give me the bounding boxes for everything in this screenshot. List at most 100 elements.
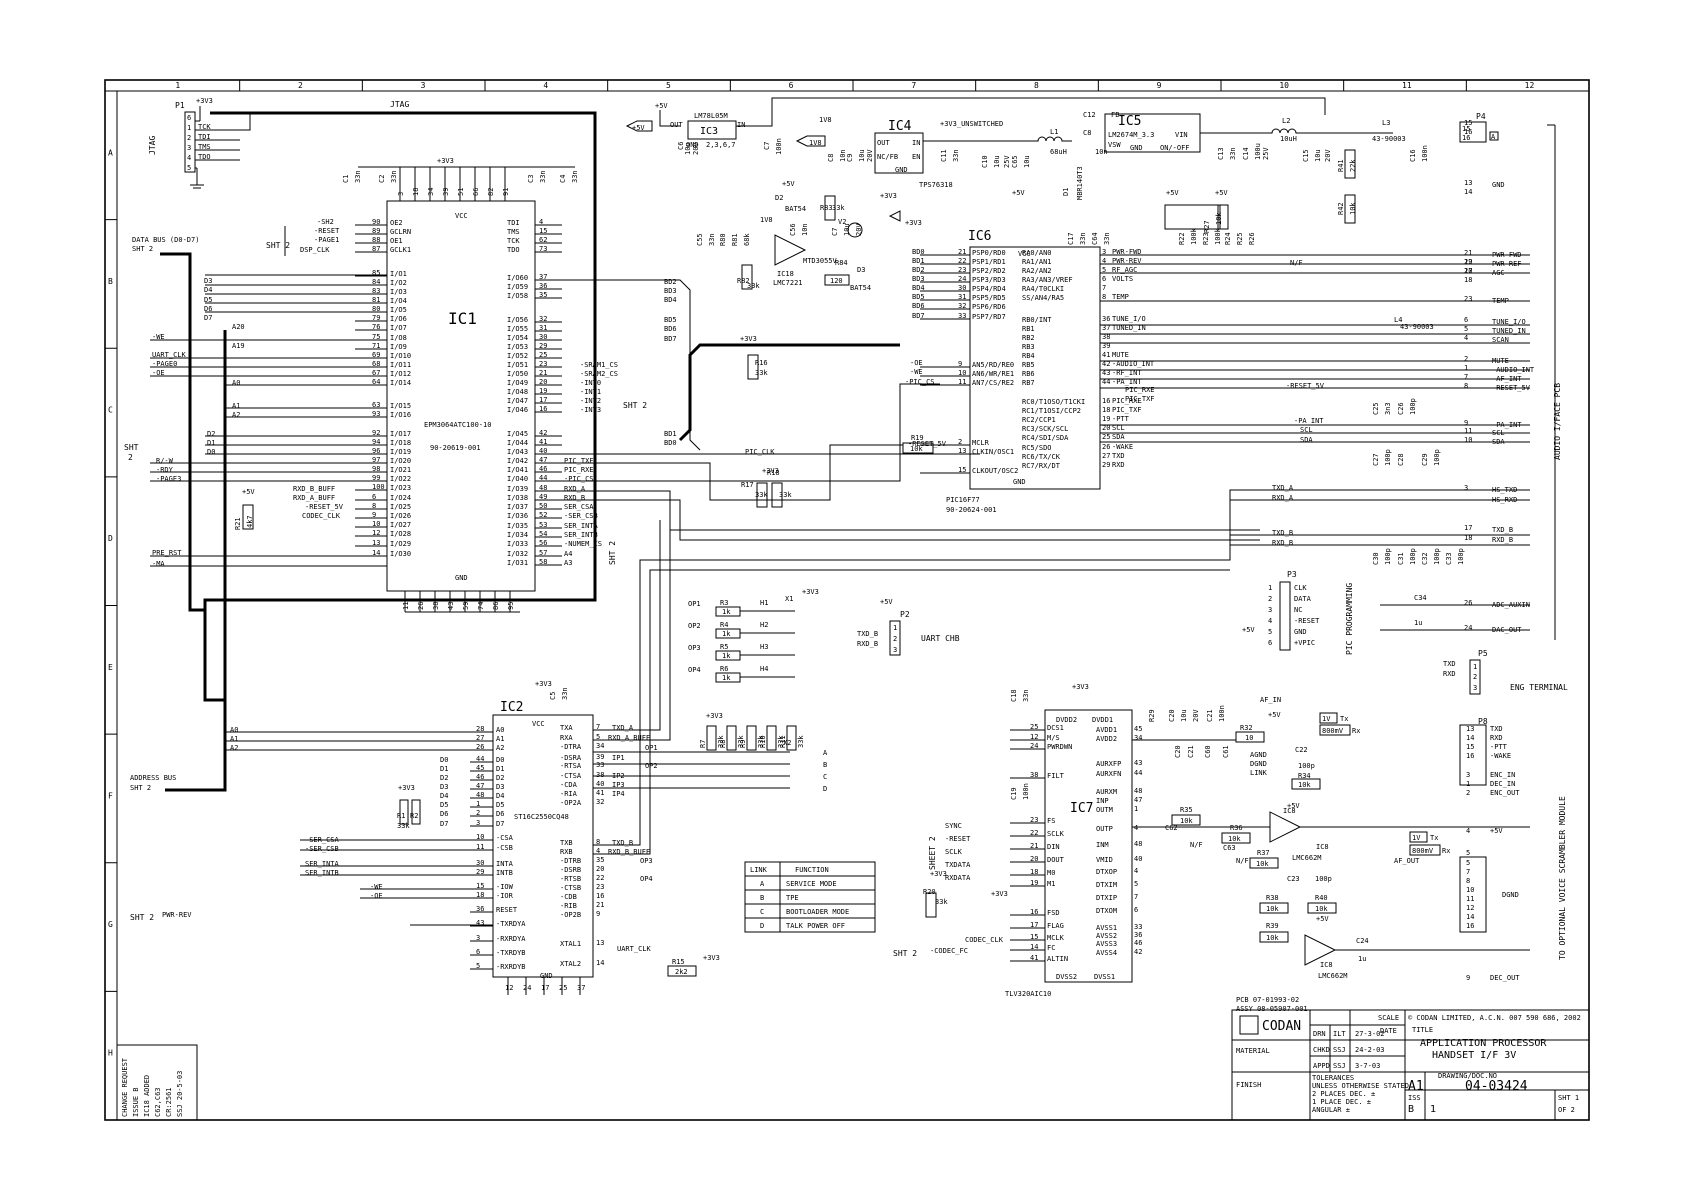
svg-text:+5V: +5V [1012,189,1025,197]
svg-text:RXD_B_BUFF: RXD_B_BUFF [608,848,650,856]
ic7-pin-name: AVDD1 [1096,726,1117,734]
ic1-pin-name: I/O43 [507,448,528,456]
ic1-pin-name: I/O27 [390,521,411,529]
resistor-value: 33k [737,735,745,748]
ic6-pin-name: AN6/WR/RE1 [972,370,1014,378]
column-marker: 4 [543,81,548,90]
ic6-pin-name: RC0/T1OSO/T1CKI [1022,398,1085,406]
svg-text:CODEC_CLK: CODEC_CLK [965,936,1004,944]
link-table-cell: SERVICE MODE [786,880,837,888]
p2-connector: +5V P2 123 TXD_B RXD_B UART CHB [857,598,960,656]
power-supply: +5V +5V LM78L05M IC3 OUT IN GND 2,3,6,7 … [625,97,1429,224]
ic2-pin-number: 23 [596,883,604,891]
ic1-top-pin: 82 [487,188,495,196]
p1-pin-name: TCK [198,123,211,131]
ic7-pin-name: AVDD2 [1096,735,1117,743]
p4-pin-number: 6 [1464,316,1468,324]
ic1-pin-number: 87 [372,245,380,253]
p8-pin-name: +5V [1490,827,1503,835]
ic1-pin-number: 13 [372,539,380,547]
ic6-pin-number: 21 [958,248,966,256]
svg-text:SER_CSA: SER_CSA [564,503,594,511]
svg-text:33k: 33k [832,204,845,212]
svg-text:100k: 100k [1190,227,1198,245]
p4-pin-number: 9 [1464,419,1468,427]
svg-text:C1: C1 [342,175,350,183]
svg-text:ON/-OFF: ON/-OFF [1160,144,1190,152]
ic7-pin-number: 33 [1134,923,1142,931]
ic6-pin-number: 9 [958,360,962,368]
ic1-pin-number: 29 [539,342,547,350]
svg-text:R32: R32 [1240,724,1253,732]
op-net-label: OP2 [688,622,701,630]
ic6-pin-number: 15 [958,466,966,474]
ic6-pin-name: PSP3/RD3 [972,276,1006,284]
ic7-pin-number: 44 [1134,769,1142,777]
svg-text:P2: P2 [900,610,910,619]
ic6-net-label: TEMP [1112,293,1129,301]
p5-connector: P5 123 TXD RXD ENG TERMINAL [1443,649,1568,695]
ic6-pin-number: 2 [958,438,962,446]
svg-text:-RESET_5V: -RESET_5V [908,440,947,448]
p4-pin-number: 17 [1464,524,1472,532]
svg-text:IC3: IC3 [700,126,718,137]
ic7-pin-name: DIN [1047,843,1060,851]
ic1-pin-name: I/O56 [507,316,528,324]
ic6-right-nets: R22 100k R23 100k R24 R25 R26 +5V +5V R2… [1125,189,1465,627]
svg-text:C34: C34 [1414,594,1427,602]
ic2-pin-number: 14 [596,959,604,967]
ic6-pin-number: 16 [1102,397,1110,405]
svg-text:1: 1 [1430,1104,1436,1115]
svg-text:LMC7221: LMC7221 [773,279,803,287]
link-table-cell: B [760,894,764,902]
ic1-pin-name: I/O48 [507,388,528,396]
svg-text:PWR-REV: PWR-REV [162,911,192,919]
ic2-pin-name: D4 [496,792,504,800]
p8-dgnd-pin: 12 [1466,904,1474,912]
led-ref: H3 [760,643,768,651]
svg-text:R29: R29 [1148,709,1156,722]
ic7-pin-number: 25 [1030,723,1038,731]
op-net-label: OP1 [688,600,701,608]
svg-text:1V: 1V [1322,715,1331,723]
row-marker: D [108,534,113,543]
svg-text:1u: 1u [1414,619,1422,627]
drawing-number: 04-03424 [1465,1079,1528,1094]
ic6-net-label: PWR-REV [1112,257,1142,265]
ic1-pin-number: 50 [539,502,547,510]
svg-text:R84: R84 [835,259,848,267]
ic1-pin-name: OE1 [390,237,403,245]
svg-text:-OE: -OE [370,892,383,900]
ic1-pin-name: I/O42 [507,457,528,465]
svg-text:VSW: VSW [1108,141,1121,149]
svg-text:R22: R22 [1178,232,1186,245]
ic1-pin-number: 58 [539,558,547,566]
svg-text:ST16C2550CQ48: ST16C2550CQ48 [514,813,569,821]
drawing-title-1: APPLICATION PROCESSOR [1420,1038,1547,1049]
svg-text:TXD_A: TXD_A [612,724,634,732]
ic1-pin-name: I/O40 [507,475,528,483]
ic1-pin-name: I/O59 [507,283,528,291]
svg-text:D0: D0 [440,756,448,764]
ic2-pin-number: 45 [476,764,484,772]
ic6-pin-name: PSP6/RD6 [972,303,1006,311]
p1-pin-number: 5 [187,164,191,172]
p1-pin-number: 6 [187,114,191,122]
svg-text:+5V: +5V [1215,189,1228,197]
svg-text:IC8: IC8 [1316,843,1329,851]
svg-text:10k: 10k [1256,860,1269,868]
svg-text:IC2: IC2 [500,700,523,715]
svg-text:2,3,6,7: 2,3,6,7 [706,141,736,149]
svg-text:RXD_B_BUFF: RXD_B_BUFF [293,485,335,493]
svg-text:A2: A2 [232,411,240,419]
ic1-pin-name: I/O35 [507,522,528,530]
ic1-pin-name: I/O44 [507,439,528,447]
svg-text:100n: 100n [1022,783,1030,800]
column-marker: 3 [421,81,426,90]
ic1-pin-name: I/O41 [507,466,528,474]
ic6-pin-name: PSP1/RD1 [972,258,1006,266]
svg-text:C3: C3 [527,175,535,183]
p4-pin-number: 13 [1464,179,1472,187]
ic1-pin-number: 9 [372,511,376,519]
svg-text:C7: C7 [831,228,839,236]
